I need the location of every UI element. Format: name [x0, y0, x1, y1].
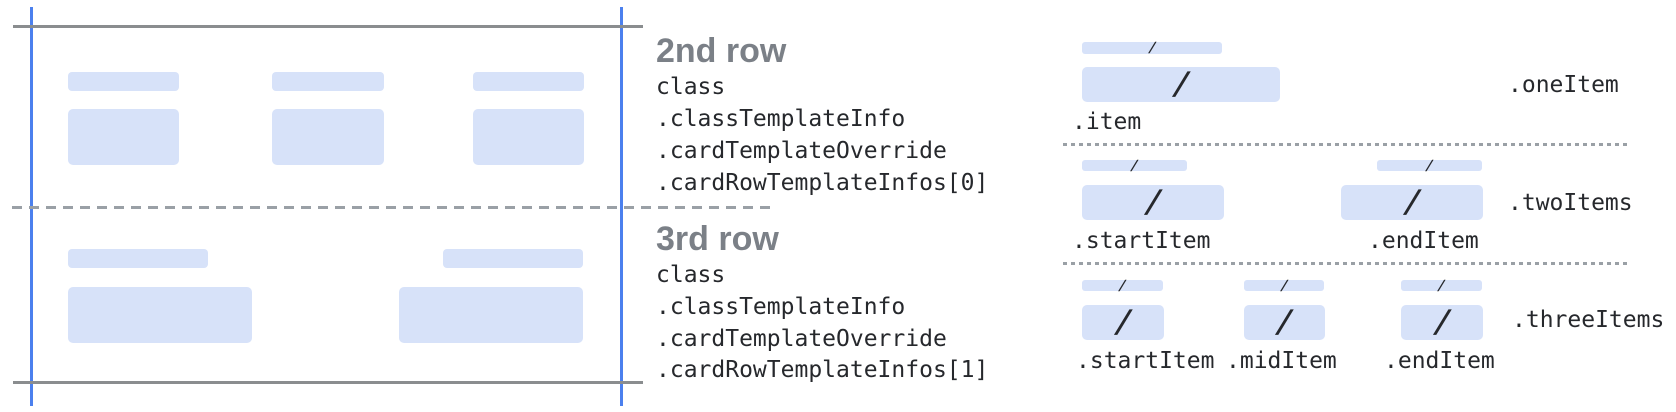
three-items-end-title-bar: /	[1401, 277, 1482, 294]
three-items-start-value-bar: /	[1082, 304, 1164, 340]
three-items-template-label: .threeItems	[1512, 307, 1665, 333]
row3-path-line-3: .cardTemplateOverride	[656, 326, 947, 352]
three-items-mid-field-label: .midItem	[1226, 348, 1337, 374]
row3-col2-value-placeholder	[399, 287, 583, 343]
slash-separator-icon: /	[1424, 157, 1435, 174]
slash-separator-icon: /	[1430, 304, 1454, 340]
one-item-title-bar: /	[1082, 40, 1222, 56]
slash-separator-icon: /	[1111, 304, 1135, 340]
row3-path-line-2: .classTemplateInfo	[656, 294, 906, 320]
slash-separator-icon: /	[1146, 40, 1158, 56]
section-divider-dotted-line-1	[1063, 143, 1631, 146]
row2-col1-label-placeholder	[68, 72, 179, 91]
three-items-end-value-bar: /	[1401, 304, 1483, 340]
row3-col2-label-placeholder	[443, 249, 583, 268]
two-items-end-field-label: .endItem	[1368, 228, 1479, 254]
three-items-start-field-label: .startItem	[1076, 348, 1215, 374]
section-divider-dotted-line-2	[1063, 262, 1631, 265]
row3-path-line-1: class	[656, 262, 726, 288]
row2-col3-value-placeholder	[473, 109, 584, 165]
row2-col2-value-placeholder	[272, 109, 384, 165]
row3-col1-label-placeholder	[68, 249, 208, 268]
two-items-end-value-bar: /	[1341, 184, 1483, 220]
card-bottom-crop-line	[13, 381, 643, 384]
row2-path-line-3: .cardTemplateOverride	[656, 138, 947, 164]
two-items-template-label: .twoItems	[1508, 190, 1633, 216]
two-items-end-title-bar: /	[1377, 157, 1482, 174]
one-item-value-bar: /	[1082, 66, 1280, 102]
slash-separator-icon: /	[1117, 277, 1128, 294]
two-items-start-title-bar: /	[1082, 157, 1187, 174]
card-top-crop-line	[13, 25, 643, 28]
slash-separator-icon: /	[1278, 277, 1290, 294]
three-items-mid-title-bar: /	[1244, 277, 1324, 294]
one-item-field-label: .item	[1072, 109, 1142, 135]
row2-path-line-4: .cardRowTemplateInfos[0]	[656, 170, 989, 196]
row2-col1-value-placeholder	[68, 109, 179, 165]
slash-separator-icon: /	[1436, 277, 1447, 294]
slash-separator-icon: /	[1272, 304, 1297, 340]
slash-separator-icon: /	[1141, 184, 1165, 220]
row3-heading: 3rd row	[656, 220, 779, 258]
row2-path-line-2: .classTemplateInfo	[656, 106, 906, 132]
row3-path-line-4: .cardRowTemplateInfos[1]	[656, 357, 989, 383]
three-items-end-field-label: .endItem	[1384, 348, 1495, 374]
slash-separator-icon: /	[1400, 184, 1424, 220]
row2-path-line-1: class	[656, 74, 726, 100]
row2-col2-label-placeholder	[272, 72, 384, 91]
row-divider-dashed-line	[12, 206, 774, 209]
two-items-start-value-bar: /	[1082, 184, 1224, 220]
one-item-template-label: .oneItem	[1508, 72, 1619, 98]
three-items-start-title-bar: /	[1082, 277, 1163, 294]
row2-heading: 2nd row	[656, 32, 787, 70]
slash-separator-icon: /	[1169, 66, 1193, 102]
row2-col3-label-placeholder	[473, 72, 584, 91]
slash-separator-icon: /	[1129, 157, 1140, 174]
row3-col1-value-placeholder	[68, 287, 252, 343]
three-items-mid-value-bar: /	[1244, 304, 1325, 340]
two-items-start-field-label: .startItem	[1072, 228, 1211, 254]
